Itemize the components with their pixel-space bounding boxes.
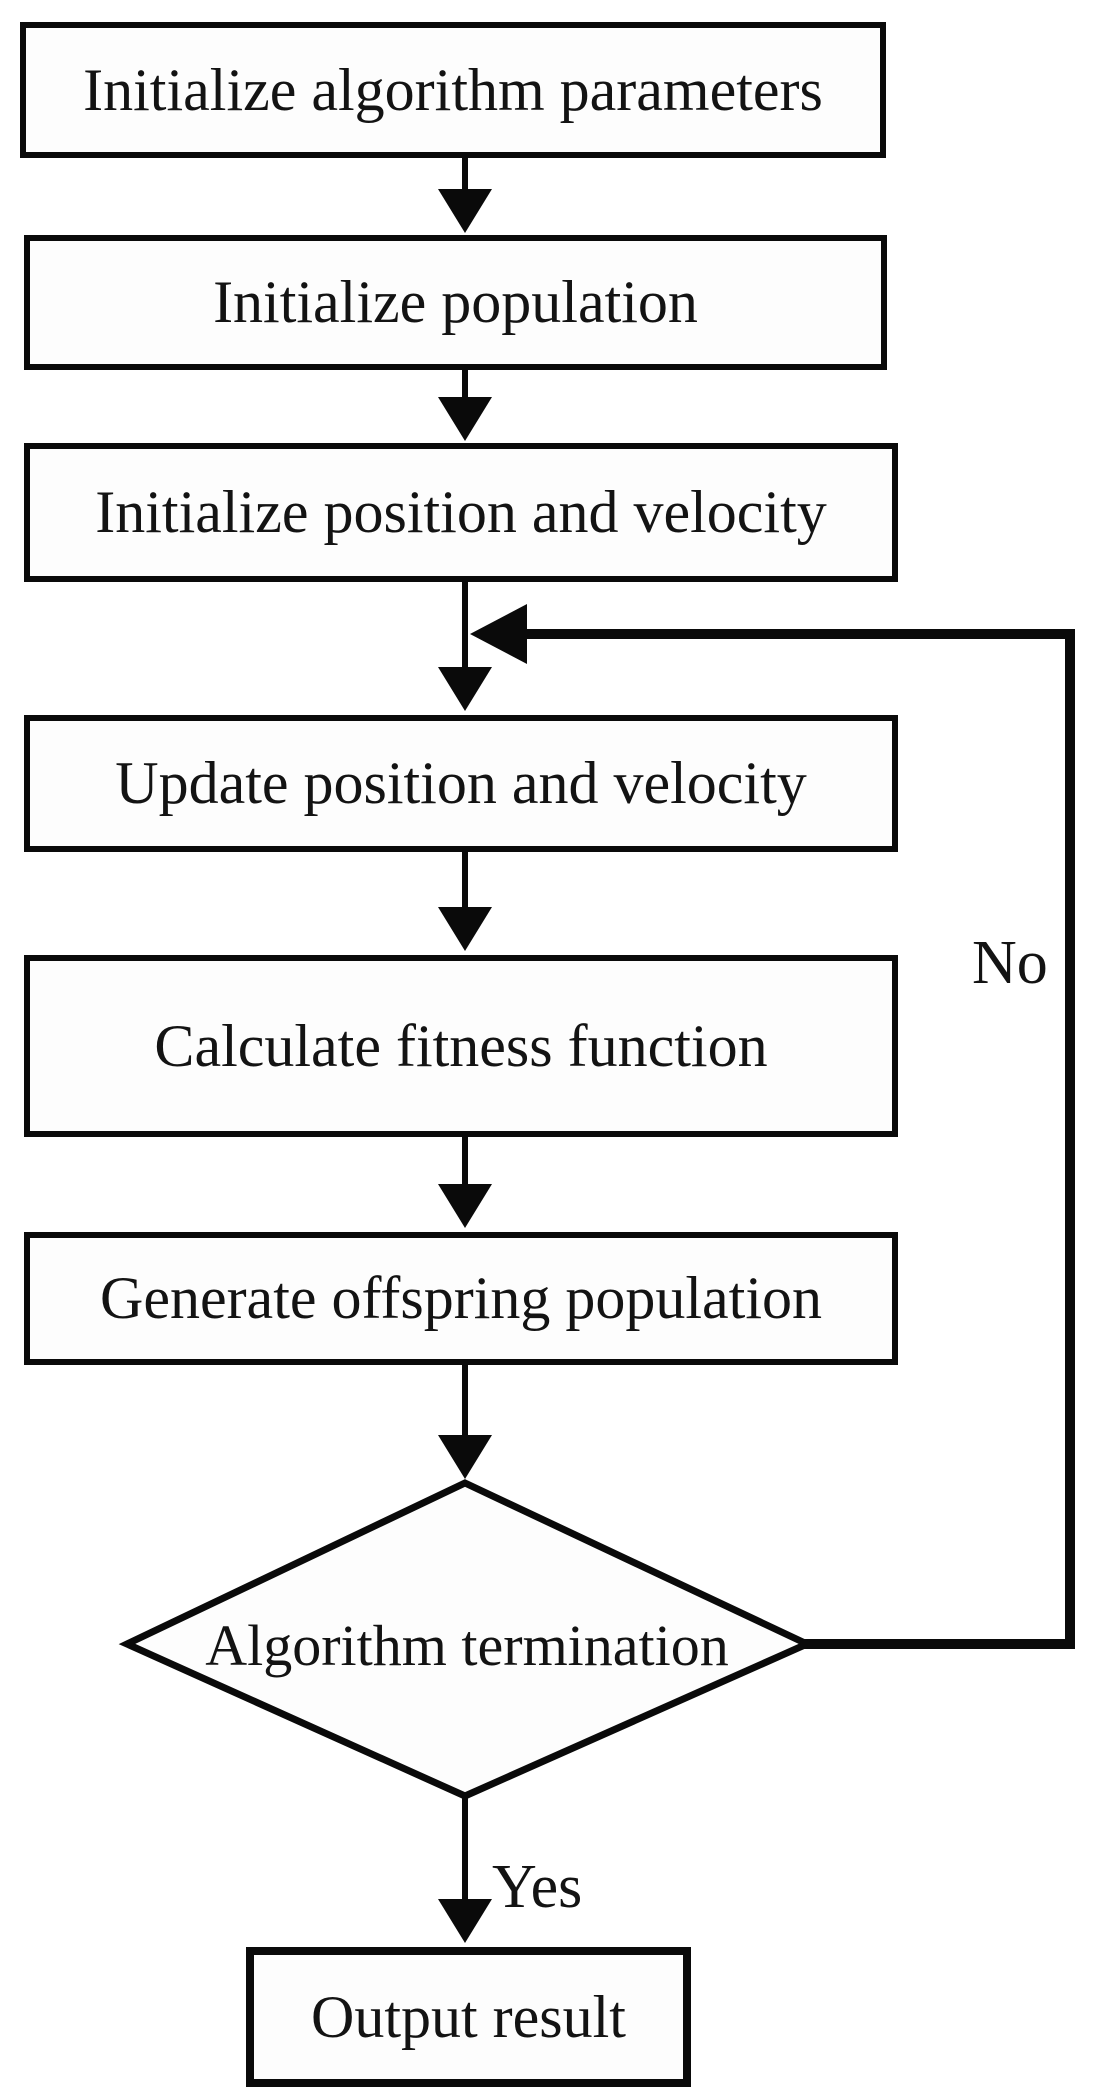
process-box-generate-offspring: Generate offspring population	[24, 1232, 898, 1365]
edge-no-feedback-line	[524, 629, 1075, 1649]
process-box-initialize-population: Initialize population	[24, 235, 887, 370]
process-box-output-result: Output result	[246, 1947, 691, 2087]
edge-label-yes: Yes	[492, 1853, 583, 1921]
arrowhead-down-5	[438, 1184, 492, 1228]
node-label: Algorithm termination	[205, 1612, 729, 1678]
arrowhead-down-3	[438, 667, 492, 711]
process-box-initialize-position-velocity: Initialize position and velocity	[24, 443, 898, 582]
process-box-calculate-fitness: Calculate fitness function	[24, 955, 898, 1137]
node-label: Calculate fitness function	[154, 1012, 768, 1079]
node-label: Initialize algorithm parameters	[83, 56, 823, 123]
arrowhead-left-no-junction	[470, 604, 527, 664]
arrowhead-down-6	[438, 1435, 492, 1479]
process-box-update-position-velocity: Update position and velocity	[24, 715, 898, 852]
arrowhead-down-2	[438, 397, 492, 441]
node-label: Generate offspring population	[99, 1265, 823, 1331]
node-label: Initialize position and velocity	[95, 479, 827, 545]
decision-box-algorithm-termination: Algorithm termination	[165, 1598, 769, 1692]
arrowhead-down-1	[438, 189, 492, 233]
edge-label-no: No	[972, 929, 1048, 997]
node-label: Initialize population	[213, 269, 698, 335]
node-label: Update position and velocity	[115, 750, 807, 816]
process-box-initialize-parameters: Initialize algorithm parameters	[20, 22, 886, 158]
arrowhead-down-7	[438, 1899, 492, 1943]
arrowhead-down-4	[438, 907, 492, 951]
node-label: Output result	[311, 1983, 626, 2050]
